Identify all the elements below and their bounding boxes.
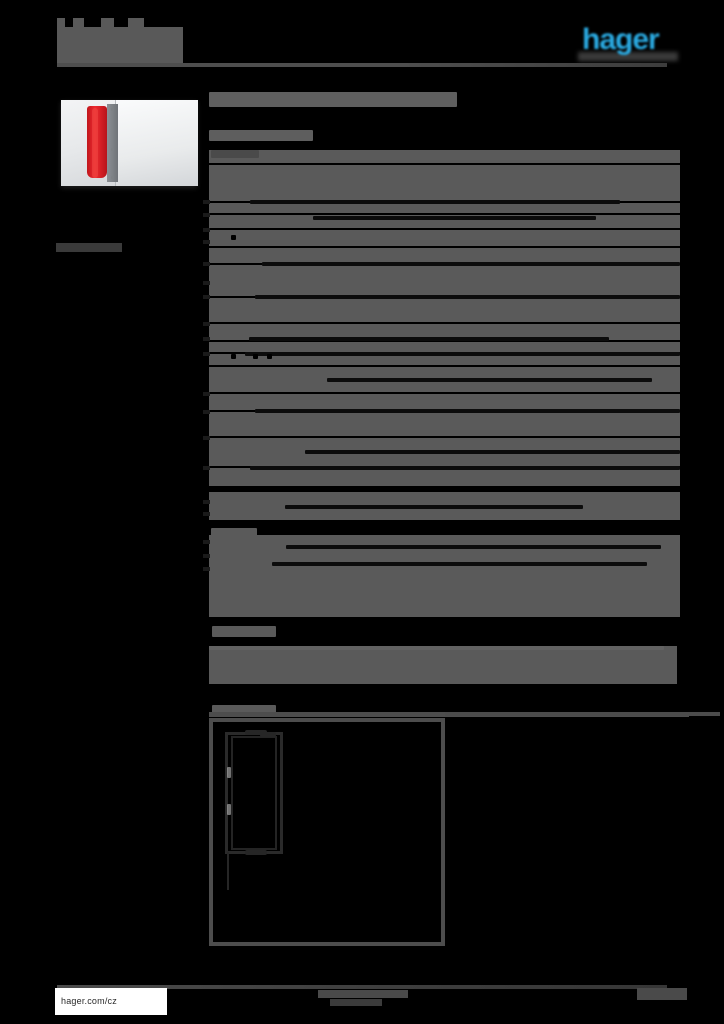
section-heading-accessories [212,626,276,637]
row-tick [203,436,210,440]
enclosure-inner-outline [231,736,277,850]
row-tick [203,295,210,299]
clip-icon [227,767,231,778]
section-heading-drawing [212,705,276,715]
enclosure-lid [115,100,198,186]
latch-tab-bottom [245,850,267,855]
screw-icon [111,176,114,179]
row-tick [203,240,210,244]
bullet-icon [231,354,236,359]
row-tick [203,352,210,356]
table-cell-value [327,378,652,382]
table-row [209,365,680,367]
row-tick [203,466,210,470]
website-link[interactable]: hager.com/cz [55,988,167,1015]
footer-subtext [330,999,382,1006]
footer-text [318,990,408,998]
page-title [57,18,183,63]
drawing-right-rule [445,712,720,716]
table-row [209,163,680,165]
header-divider [57,63,667,67]
latch-tab-top [245,730,267,735]
table-cell-label [211,150,259,158]
hager-logo: hager [582,23,660,56]
table-cell-value [286,545,661,549]
latch-tab-top-right [260,732,276,737]
accessories-table-panel [209,646,677,684]
table-cell-value [250,200,620,204]
row-tick [203,262,210,266]
dimension-leader [227,852,229,890]
table-row [209,228,680,230]
table-cell-value [255,295,680,299]
table-row [209,486,680,488]
table-body-panel [209,150,680,488]
table-row [209,213,680,215]
table-cell-value [250,466,680,470]
row-tick [203,322,210,326]
table-cell-value [285,505,583,509]
row-tick [203,200,210,204]
table-row [209,392,680,394]
sidebar-label [56,243,122,252]
mounting-plate [107,104,118,182]
table-row [209,340,680,342]
section-heading-specs [209,130,313,141]
accessories-row-highlight [209,646,664,650]
row-tick [203,392,210,396]
table-row [209,246,680,248]
row-tick [203,228,210,232]
table-row [209,322,680,324]
section-heading-block-3 [211,528,257,537]
bullet-icon [231,235,236,240]
row-tick [203,337,210,341]
table-cell-value [245,352,680,356]
row-tick [203,410,210,414]
bullet-icon [267,354,272,359]
logo-shadow [578,52,678,61]
technical-drawing [209,718,445,946]
row-tick [203,554,210,558]
page-number [637,988,687,1000]
row-tick [203,512,210,516]
row-tick [203,213,210,217]
row-tick [203,540,210,544]
table-cell-value [262,262,680,266]
table-cell-value [255,409,680,413]
table-cell-value [313,216,596,220]
table-cell-value [272,562,647,566]
row-tick [203,567,210,571]
product-photo [57,96,199,194]
row-tick [203,500,210,504]
red-cable-highlight [92,108,98,178]
screw-icon [111,148,114,151]
footer-divider [57,985,667,989]
product-name-heading [209,92,457,107]
row-tick [203,281,210,285]
clip-icon [227,804,231,815]
table-cell-value [305,450,680,454]
screw-icon [111,108,114,111]
bullet-icon [253,354,258,359]
table-row [209,436,680,438]
table-cell-value [249,337,609,341]
